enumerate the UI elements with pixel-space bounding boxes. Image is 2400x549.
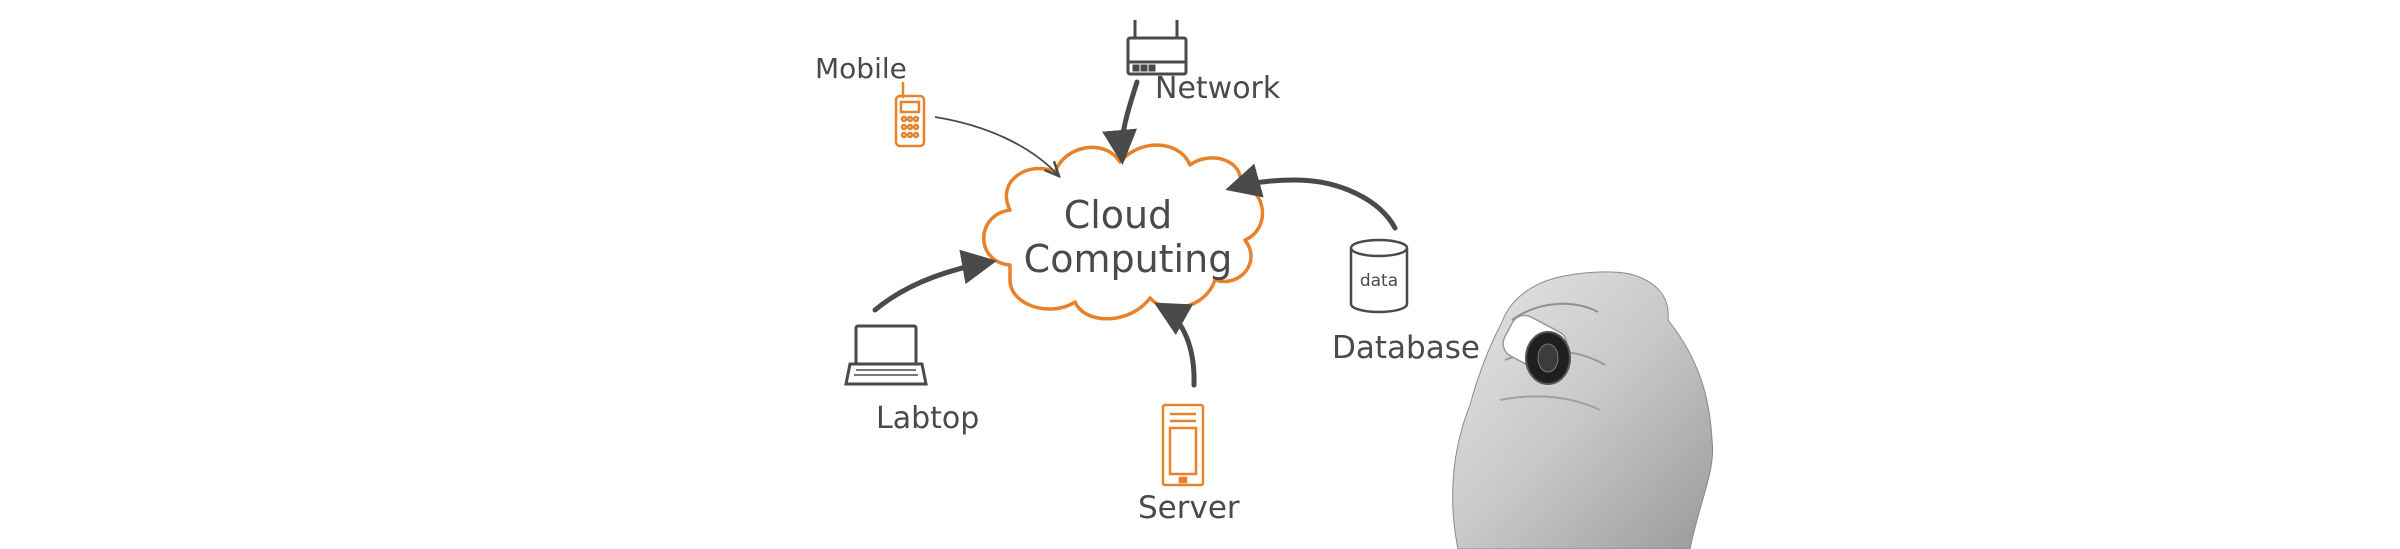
cloud-title-line2: Computing [1024, 237, 1233, 281]
laptop-icon [844, 324, 928, 386]
hand-shape [1452, 271, 1714, 549]
mobile-node: Mobile [815, 52, 1058, 175]
mobile-label: Mobile [815, 52, 907, 85]
laptop-node: Labtop [844, 249, 997, 436]
database-arrow [1225, 163, 1398, 231]
router-icon [1126, 20, 1188, 76]
network-node: Network [1102, 20, 1281, 165]
database-node: data Database [1225, 163, 1480, 366]
server-arrow [1153, 302, 1197, 388]
server-label: Server [1138, 490, 1240, 526]
server-node: Server [1138, 302, 1240, 526]
cloud-node: Cloud Computing [982, 143, 1265, 321]
cloud-title-line1: Cloud [1064, 193, 1173, 237]
laptop-label: Labtop [876, 401, 979, 436]
database-icon-text: data [1360, 271, 1398, 291]
database-icon [1349, 238, 1409, 314]
laptop-arrow [872, 249, 997, 313]
marker-pen-icon [1502, 314, 1571, 385]
mobile-arrow [934, 116, 1058, 175]
hand-with-marker-illustration [1452, 271, 1714, 549]
mobile-phone-icon [894, 82, 926, 148]
network-label: Network [1155, 71, 1281, 106]
network-arrow [1102, 79, 1140, 165]
server-icon [1161, 403, 1205, 487]
database-label: Database [1332, 330, 1480, 366]
